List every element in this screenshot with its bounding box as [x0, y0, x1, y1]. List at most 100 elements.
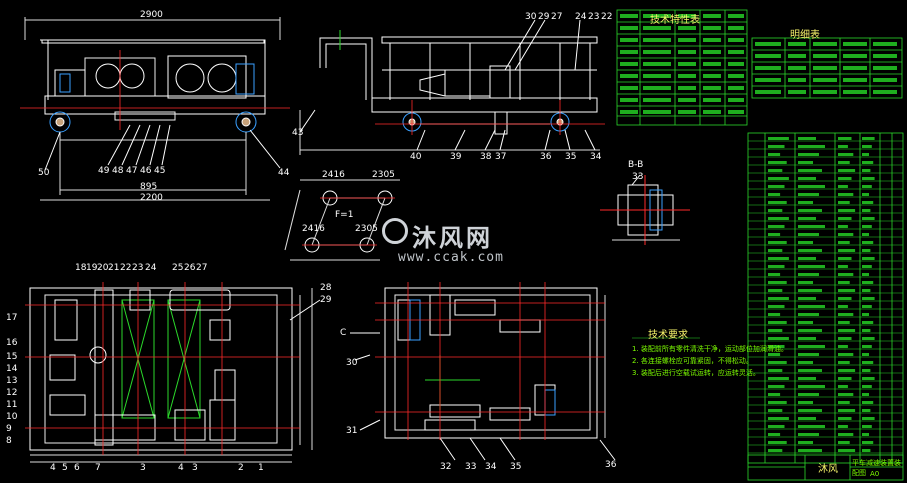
parts-list-cell-mark: [798, 297, 816, 300]
parts-list-cell-mark: [768, 321, 787, 324]
title-block-sub: 平车减速装置装配图: [852, 459, 901, 477]
spec-table-right-cell-mark: [788, 42, 806, 46]
spec-table-cell-mark: [703, 14, 721, 18]
spec-table-cell-mark: [728, 110, 744, 114]
parts-list-cell-mark: [798, 145, 825, 148]
parts-list-cell-mark: [838, 241, 850, 244]
parts-list-cell-mark: [862, 409, 871, 412]
parts-list-cell-mark: [838, 161, 850, 164]
parts-list-cell-mark: [862, 329, 871, 332]
parts-list-cell-mark: [862, 209, 871, 212]
parts-list-cell-mark: [798, 401, 813, 404]
spec-table-cell-mark: [703, 26, 721, 30]
part-number-label: 11: [6, 400, 18, 410]
parts-list-cell-mark: [768, 377, 789, 380]
spec-table-right: [751, 37, 903, 99]
parts-list-cell-mark: [838, 393, 854, 396]
parts-list-cell-mark: [838, 313, 854, 316]
spec-table-right-cell-mark: [873, 66, 897, 70]
spec-table-right-cell-mark: [813, 78, 837, 82]
parts-list-cell-mark: [862, 337, 875, 340]
part-number-label: 18: [75, 263, 87, 273]
spec-table-cell-mark: [728, 38, 744, 42]
bl-right-number-29: 29: [320, 295, 332, 305]
parts-list-cell-mark: [768, 305, 785, 308]
spec-table-right-cell-mark: [873, 42, 897, 46]
top-left-dim-bottom-2: 2200: [140, 193, 163, 203]
part-number-label: 8: [6, 436, 12, 446]
parts-list-cell-mark: [798, 225, 825, 228]
small-view-center-dim: F=1: [335, 210, 354, 220]
parts-list-cell-mark: [768, 401, 787, 404]
parts-list-cell-mark: [838, 201, 850, 204]
parts-list-cell-mark: [862, 137, 875, 140]
detail-view-part: 33: [632, 172, 644, 182]
part-number-label: 19: [86, 263, 98, 273]
part-number-label: 7: [95, 463, 101, 473]
parts-list-cell-mark: [798, 169, 822, 172]
parts-list-cell-mark: [862, 153, 869, 156]
spec-table-cell-mark: [643, 86, 671, 90]
spec-table-cell-mark: [703, 38, 721, 42]
spec-table-cell-mark: [678, 98, 696, 102]
parts-list-cell-mark: [838, 433, 854, 436]
spec-table-cell-mark: [703, 74, 721, 78]
parts-list-cell-mark: [838, 449, 856, 452]
parts-list-table: [747, 132, 904, 464]
spec-table-right-cell-mark: [843, 78, 867, 82]
parts-list-cell-mark: [798, 217, 816, 220]
parts-list-cell-mark: [862, 393, 869, 396]
part-number-label: 24: [145, 263, 157, 273]
part-number-label: 17: [6, 313, 18, 323]
spec-table-right-cell-mark: [788, 90, 806, 94]
part-number-label: 36: [605, 460, 617, 470]
parts-list-cell-mark: [768, 185, 785, 188]
parts-list-cell-mark: [768, 257, 789, 260]
notes-item-1: 1. 装配前所有零件清洗干净，运动部位加润滑油。: [632, 345, 788, 353]
bm-left-number-30: 30: [346, 358, 358, 368]
spec-table-cell-mark: [678, 86, 696, 90]
spec-table-cell-mark: [703, 98, 721, 102]
parts-list-cell-mark: [862, 257, 875, 260]
spec-table-cell-mark: [643, 110, 671, 114]
part-number-22-top: 22: [601, 12, 613, 22]
spec-table-cell-mark: [703, 86, 721, 90]
part-number-47: 47: [126, 166, 138, 176]
parts-list-cell-mark: [838, 305, 848, 308]
spec-table-cell-mark: [678, 26, 696, 30]
spec-table-cell-mark: [728, 26, 744, 30]
parts-list-cell-mark: [768, 289, 783, 292]
spec-table-right-cell-mark: [843, 42, 867, 46]
part-number-label: 12: [6, 388, 18, 398]
parts-list-cell-mark: [768, 329, 783, 332]
parts-list-cell-mark: [838, 257, 852, 260]
parts-list-cell-mark: [768, 193, 781, 196]
part-number-label: 27: [196, 263, 208, 273]
part-number-44: 44: [278, 168, 290, 178]
notes-title: 技术要求: [648, 330, 688, 341]
parts-list-cell-mark: [862, 417, 875, 420]
parts-list-cell-mark: [768, 161, 787, 164]
spec-table-right-cell-mark: [788, 78, 806, 82]
parts-list-cell-mark: [798, 377, 816, 380]
parts-list-cell-mark: [768, 369, 783, 372]
parts-list-cell-mark: [862, 441, 874, 444]
spec-table-cell-mark: [728, 14, 744, 18]
spec-table-right-cell-mark: [873, 54, 897, 58]
spec-table-cell-mark: [620, 98, 638, 102]
part-number-label: 10: [6, 412, 18, 422]
parts-list-cell-mark: [798, 337, 816, 340]
parts-list-cell-mark: [768, 353, 781, 356]
part-number-label: 26: [184, 263, 196, 273]
small-view-centerlines: [302, 197, 395, 246]
parts-list-cell-mark: [798, 193, 819, 196]
parts-list-cell-mark: [838, 329, 856, 332]
bm-section-mark: C: [340, 328, 347, 338]
parts-list-cell-mark: [798, 393, 819, 396]
spec-table-right-cell-mark: [813, 90, 837, 94]
parts-list-cell-mark: [768, 241, 787, 244]
part-number-label: 1: [258, 463, 264, 473]
parts-list-cell-mark: [798, 353, 819, 356]
parts-list-cell-mark: [838, 169, 856, 172]
